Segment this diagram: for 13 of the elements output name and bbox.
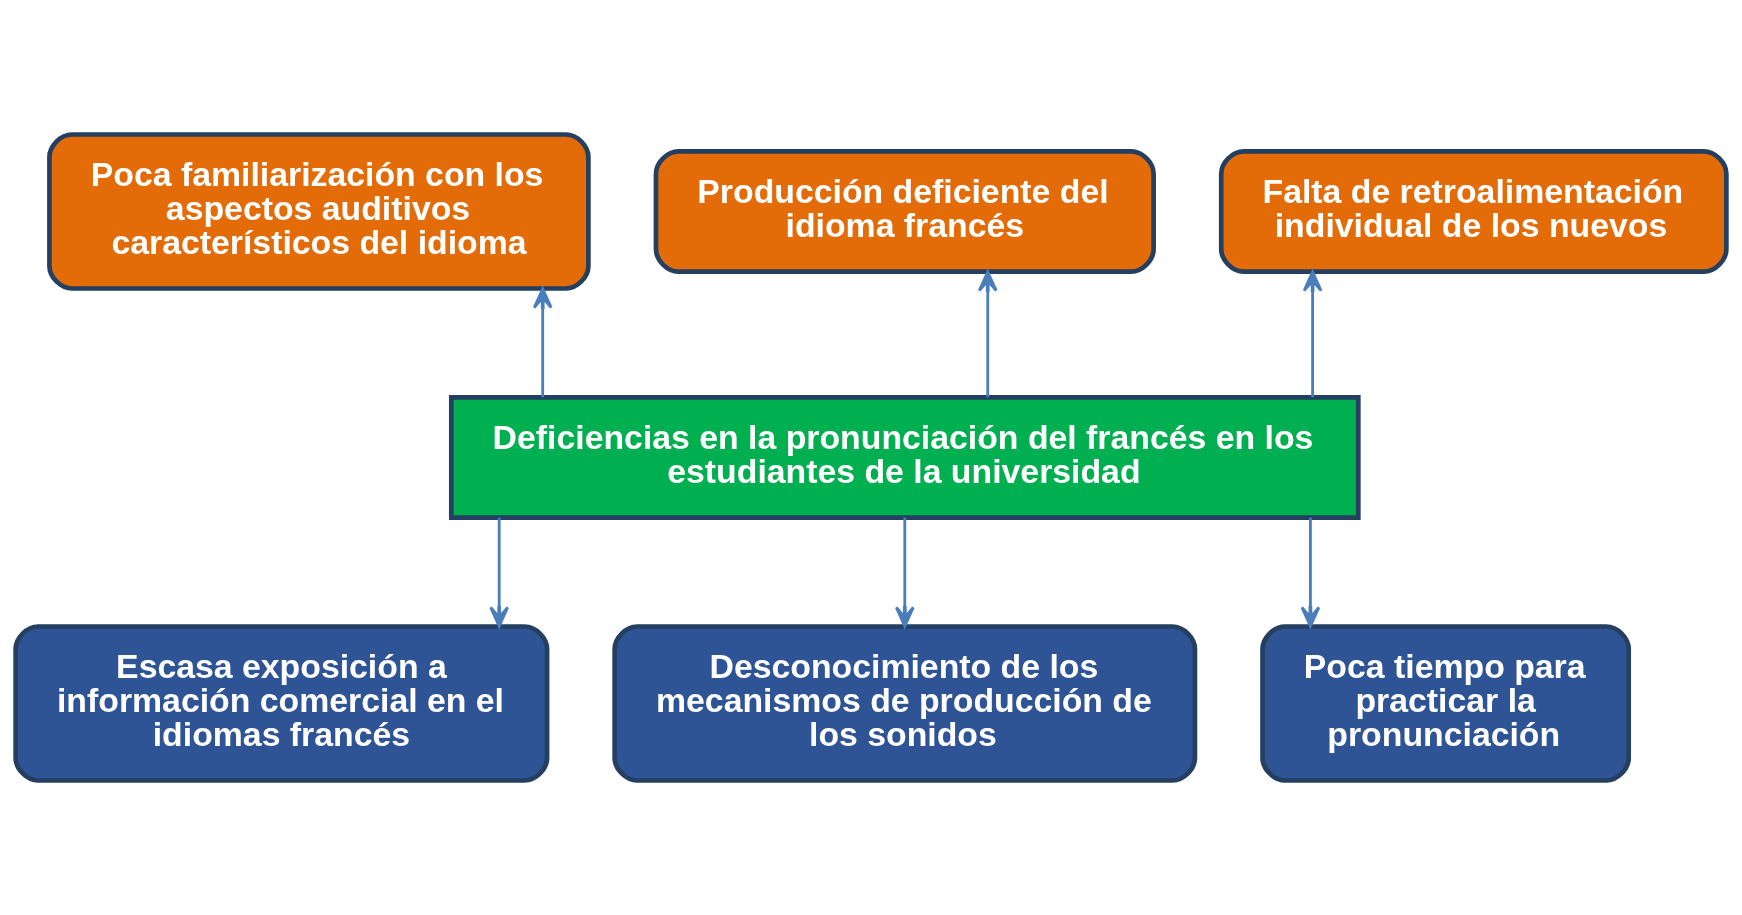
node-box: Poca tiempo para practicar la pronunciación	[1260, 624, 1632, 783]
node-box: Falta de retroalimentación individual de los nuevos	[1218, 149, 1729, 274]
node-box: Escasa exposición a información comercial en el idiomas francés	[13, 624, 550, 783]
node-box: Producción deficiente del idioma francés	[653, 149, 1156, 274]
arrow	[977, 270, 998, 398]
arrow	[532, 287, 553, 398]
node-box: Deficiencias en la pronunciación del francés en los estudiantes de la universidad	[448, 395, 1361, 520]
arrow	[489, 517, 510, 628]
node-box: Poca familiarización con los aspectos auditivos característicos del idioma	[47, 132, 591, 291]
arrow	[894, 517, 915, 628]
arrow	[1302, 270, 1323, 398]
node-box: Desconocimiento de los mecanismos de producción de los sonidos	[612, 624, 1198, 783]
arrow	[1300, 517, 1321, 628]
